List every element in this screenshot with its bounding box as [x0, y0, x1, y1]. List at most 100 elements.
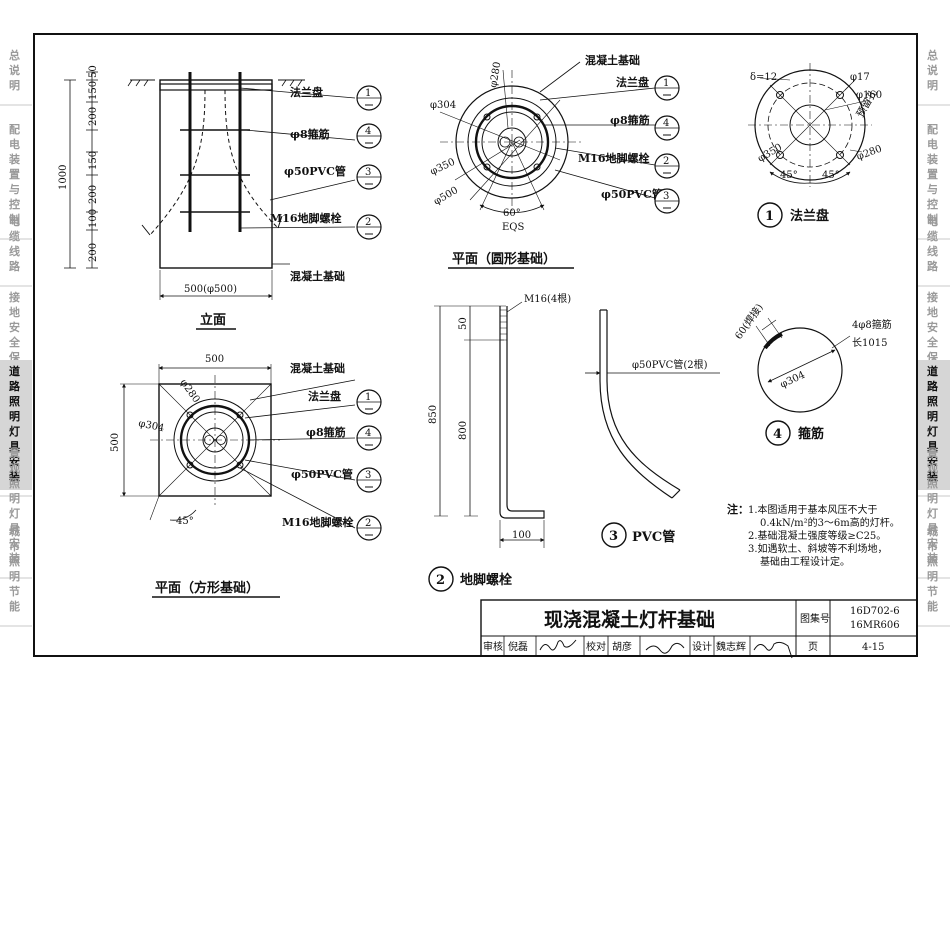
side-tab-char: 明: [9, 570, 20, 583]
flange-d350: φ350: [756, 142, 784, 165]
elev-dim-200a: 200: [88, 107, 99, 126]
side-tab-char: 全: [8, 335, 21, 349]
side-tab-char: 地: [9, 305, 20, 319]
title-block: [480, 599, 918, 657]
detail-number-circle: [765, 420, 791, 446]
stirrup-weld: 60(焊接): [732, 301, 766, 342]
elev-dim-50: 50: [88, 65, 99, 78]
bolt-spec: M16(4根): [524, 292, 571, 305]
stirrup-caption: 箍筋: [798, 426, 824, 442]
elev-dim-200b: 200: [88, 185, 99, 204]
plan-square-labels: 500 500 φ280 φ304 45° 混凝土基础 法兰盘 φ8箍筋 φ50…: [110, 354, 353, 596]
elev-label-stirrup: φ8箍筋: [290, 127, 330, 141]
flange-angle-1: 45°: [780, 170, 798, 181]
detail-number-circle: [601, 522, 627, 548]
anchor-bolt-labels: M16(4根) 50 850 800 100 地脚螺栓: [428, 292, 571, 588]
side-tab-char: 灯: [9, 424, 20, 438]
side-tab-char: 节: [9, 584, 20, 598]
bolt-caption: 地脚螺栓: [460, 572, 512, 588]
detail-number: 2: [436, 573, 445, 588]
side-tab-char: 能: [9, 599, 20, 613]
notes-line-3: 2.基础混凝土强度等级≥C25。: [748, 529, 886, 542]
side-tab-char: 照: [9, 395, 20, 408]
square-label-bolt: M16地脚螺栓: [282, 515, 353, 529]
callout-number: 1: [365, 392, 371, 403]
side-tab-char: 控: [927, 197, 938, 211]
design-label: 设计: [692, 640, 712, 653]
flange-caption: 法兰盘: [790, 208, 829, 224]
side-tab-char: 路: [9, 259, 21, 273]
side-tab-char: 安: [927, 320, 938, 334]
side-tab-char: 照: [927, 477, 938, 490]
side-tab-char: 安: [927, 536, 938, 550]
side-tab-char: 明: [927, 570, 938, 583]
side-tab-char: 灯: [927, 506, 938, 520]
side-tab-char: 道: [927, 364, 938, 378]
square-angle: 45°: [176, 516, 194, 527]
square-label-concrete: 混凝土基础: [290, 361, 345, 375]
stirrup-view: [755, 317, 851, 413]
side-tab-char: 装: [8, 469, 20, 483]
callout-number: 3: [663, 191, 669, 202]
plan-round-caption: 平面（圆形基础）: [452, 251, 556, 267]
callout-number: 2: [663, 156, 669, 167]
flange-thickness: δ=12: [750, 72, 777, 83]
side-tab-char: 照: [9, 555, 20, 568]
detail-number-circle: [757, 202, 783, 228]
plan-square-caption: 平面（方形基础）: [155, 580, 259, 596]
pvc-caption: PVC管: [632, 529, 675, 545]
bolt-d100: 100: [512, 530, 531, 541]
side-tab-char: 明: [9, 492, 20, 505]
side-tab-char: 接: [9, 290, 20, 304]
side-tabs-right: 总说明配电装置与控制电缆线路接地安全保护道路照明灯具安装景观照明灯具安装城市照明…: [918, 48, 950, 627]
square-label-flange: 法兰盘: [308, 389, 341, 403]
side-tab-char: 缆: [927, 229, 938, 243]
side-tab-char: 安: [927, 454, 938, 468]
designer-name: 魏志辉: [716, 640, 746, 653]
elev-dim-100: 100: [88, 209, 99, 228]
notes: 注： 1.本图适用于基本风压不大于 0.4kN/m²的3～6m高的灯杆。 2.基…: [727, 502, 900, 568]
flange-d280: φ280: [855, 144, 883, 163]
stirrup-spec: 4φ8箍筋: [852, 318, 892, 331]
signature-marks: [539, 639, 793, 659]
square-label-pvc: φ50PVC管: [291, 467, 353, 481]
stirrup-len: 长1015: [852, 337, 887, 349]
square-h500: 500: [110, 433, 121, 452]
stirrup-labels: 60(焊接) φ304 4φ8箍筋 长1015 箍筋: [732, 301, 892, 442]
side-tab-char: 道: [9, 364, 20, 378]
callout-number: 2: [365, 217, 371, 228]
round-d350: φ350: [429, 157, 457, 178]
side-tab-char: 明: [927, 79, 938, 92]
notes-line-4: 3.如遇软土、斜坡等不利场地，: [748, 542, 888, 555]
side-tab-char: 装: [8, 551, 20, 565]
pvc-balloon: 3: [601, 522, 627, 548]
side-tab-char: 全: [926, 335, 939, 349]
side-tab-char: 灯: [927, 424, 938, 438]
review-label: 审核: [483, 640, 503, 653]
side-tab-char: 配: [9, 122, 20, 136]
round-label-flange: 法兰盘: [616, 75, 649, 89]
side-tab-char: 电: [927, 214, 938, 228]
side-tab-char: 置: [9, 168, 20, 181]
bolt-balloon: 2: [428, 566, 454, 592]
round-label-stirrup: φ8箍筋: [610, 113, 650, 127]
side-tab-char: 路: [927, 259, 939, 273]
side-tab-highlight: [918, 360, 950, 490]
round-label-concrete: 混凝土基础: [585, 53, 640, 67]
elev-dim-150b: 150: [88, 151, 99, 170]
elev-dim-150: 150: [88, 81, 99, 100]
flange-d160: φ160: [856, 90, 882, 101]
pvc-spec: φ50PVC管(2根): [632, 358, 708, 371]
atlas-no-2: 16MR606: [850, 620, 900, 631]
square-label-stirrup: φ8箍筋: [306, 425, 346, 439]
side-tab-char: 制: [927, 212, 938, 226]
side-tab-char: 缆: [9, 229, 20, 243]
detail-number: 4: [773, 427, 782, 442]
anchor-bolt-view: [434, 301, 545, 548]
side-tab-char: 安: [9, 320, 20, 334]
round-angle: 60°: [503, 208, 521, 219]
elev-dim-width: 500(φ500): [184, 284, 237, 295]
square-d280: φ280: [178, 377, 202, 405]
